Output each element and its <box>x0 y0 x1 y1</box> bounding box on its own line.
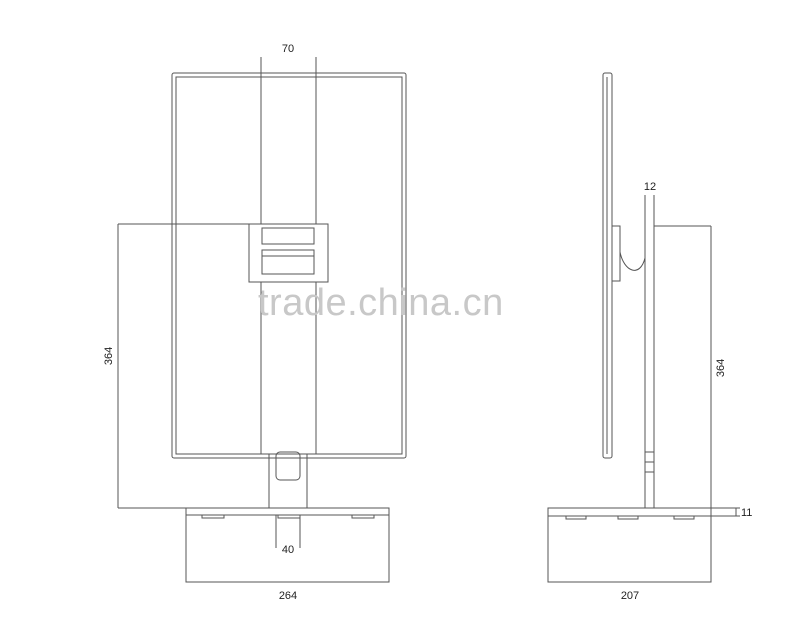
side-foot-3 <box>673 515 695 520</box>
side-height-label: 364 <box>715 359 727 377</box>
front-height-label: 364 <box>103 347 115 365</box>
front-foot-1 <box>201 514 225 519</box>
side-base-depth-label: 207 <box>621 590 639 602</box>
front-foot-2 <box>277 514 301 519</box>
side-foot-1 <box>565 515 587 520</box>
front-view <box>117 57 407 583</box>
front-foot-3 <box>351 514 375 519</box>
front-stem-width-label: 40 <box>282 544 294 556</box>
front-base <box>185 507 390 583</box>
front-mirror-outer <box>171 72 407 459</box>
front-base-width-label: 264 <box>279 590 297 602</box>
side-joint-ball <box>619 251 646 271</box>
front-hinge-block <box>248 223 329 283</box>
front-button <box>275 451 301 481</box>
front-hinge-inner-top <box>261 227 315 245</box>
front-hinge-inner-mid <box>261 249 315 275</box>
side-base <box>547 507 712 583</box>
side-foot-2 <box>617 515 639 520</box>
front-top-width-label: 70 <box>282 43 294 55</box>
side-hinge-label: 12 <box>644 181 656 193</box>
side-base-thickness-label: 11 <box>741 507 752 519</box>
side-joint-block <box>611 225 621 282</box>
front-mirror-inner <box>175 76 403 455</box>
watermark-text: trade.china.cn <box>258 282 504 324</box>
side-view <box>547 72 740 583</box>
